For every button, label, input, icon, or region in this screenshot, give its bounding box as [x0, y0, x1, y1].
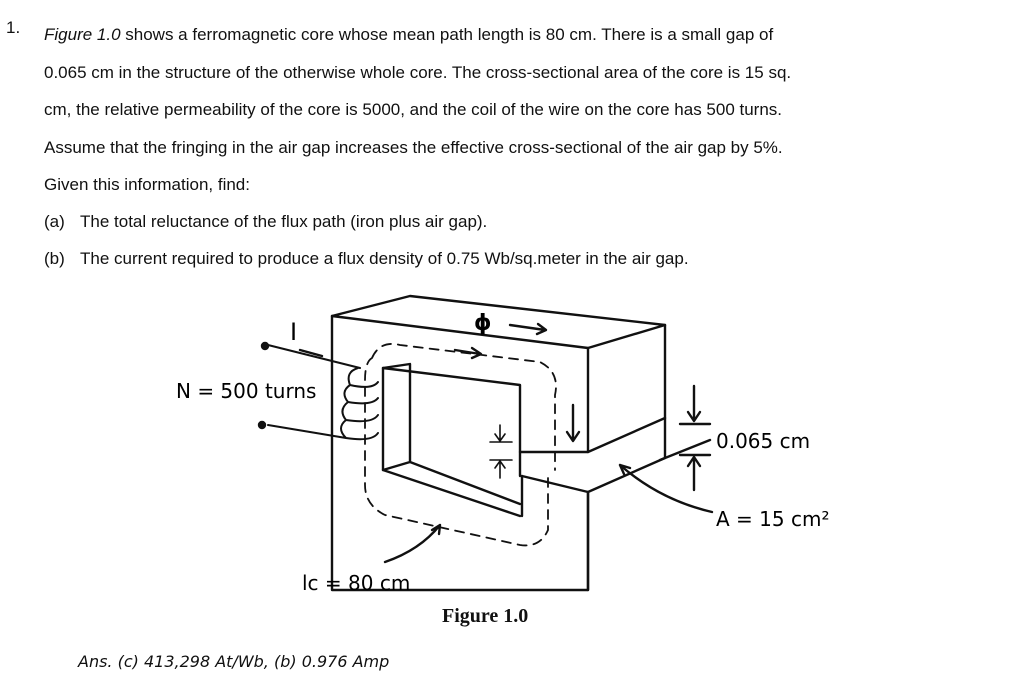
question-parts: (a)The total reluctance of the flux path…	[44, 203, 689, 277]
problem-line-4: Assume that the fringing in the air gap …	[44, 137, 783, 157]
area-leader-line	[618, 463, 714, 514]
flux-arrow-top	[508, 322, 548, 336]
flux-label: ϕ	[474, 311, 492, 336]
problem-line-2: 0.065 cm in the structure of the otherwi…	[44, 62, 792, 82]
flux-arrow-inside	[453, 346, 483, 360]
flux-mean-path	[364, 343, 557, 547]
coil-winding	[267, 344, 379, 441]
question-part-b: (b)The current required to produce a flu…	[44, 249, 689, 268]
gap-upper-face	[518, 450, 590, 478]
current-label: I	[290, 318, 297, 346]
problem-line-5: Given this information, find:	[44, 175, 250, 194]
core-outline	[330, 294, 667, 592]
gap-lower-face	[520, 474, 590, 592]
problem-line-3: cm, the relative permeability of the cor…	[44, 100, 783, 119]
problem-line-1: Figure 1.0 shows a ferromagnetic core wh…	[44, 25, 774, 44]
gap-dimension	[678, 384, 712, 492]
gap-label: 0.065 cm	[716, 429, 810, 453]
window-depth	[381, 362, 522, 506]
turns-label: N = 500 turns	[176, 379, 316, 403]
question-number: 1.	[6, 18, 21, 37]
flux-arrow-right	[565, 403, 581, 443]
area-label: A = 15 cm²	[716, 507, 829, 531]
core-front-top	[330, 314, 667, 454]
inner-gap-arrows	[489, 424, 513, 479]
core-front-edge	[586, 323, 667, 350]
gap-leader-line	[658, 438, 712, 462]
figure-reference: Figure 1.0	[44, 25, 121, 44]
answer-line: Ans. (c) 413,298 At/Wb, (b) 0.976 Amp	[78, 652, 390, 671]
problem-paragraph: Figure 1.0 shows a ferromagnetic core wh…	[44, 16, 1014, 204]
core-diagram: I ϕ N = 500 turns 0.065 cm A = 15 cm² lc…	[176, 294, 829, 595]
figure-caption: Figure 1.0	[442, 605, 529, 627]
current-arrow	[298, 348, 324, 358]
path-length-label: lc = 80 cm	[302, 571, 410, 595]
path-leader-line	[383, 523, 442, 564]
question-part-a: (a)The total reluctance of the flux path…	[44, 212, 488, 231]
